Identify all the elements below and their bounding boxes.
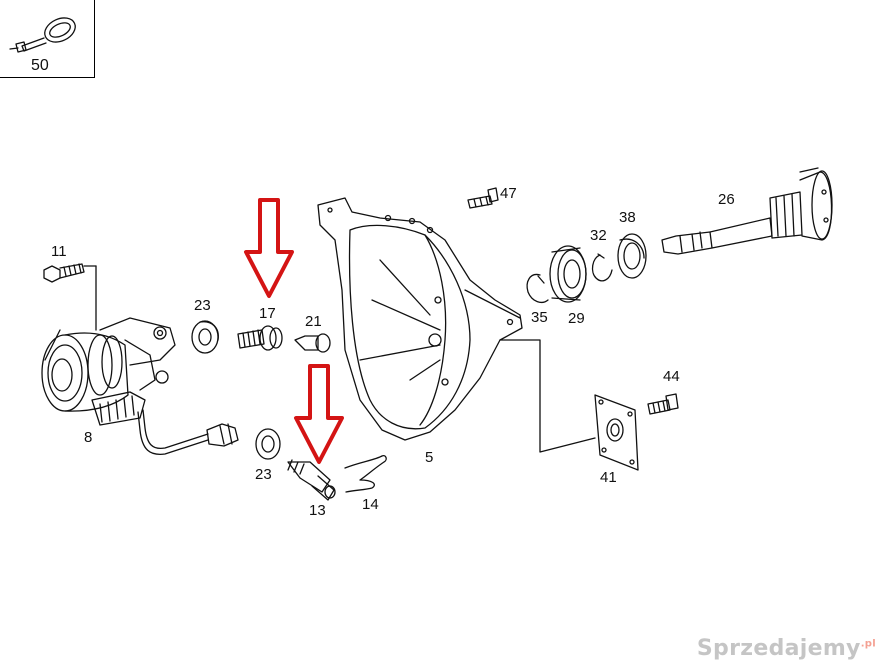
label-11: 11 (51, 243, 67, 260)
part-21-plug (294, 333, 331, 353)
watermark-logo: Sprzedajemy.pl (697, 636, 876, 661)
part-17-bolt (237, 325, 283, 351)
label-8: 8 (84, 429, 93, 446)
part-11-bolt (43, 263, 97, 331)
label-44: 44 (663, 368, 680, 385)
part-8-slave-cylinder (41, 317, 239, 456)
label-41: 41 (600, 469, 617, 486)
inset-frame (0, 0, 95, 78)
part-29-bearing (549, 245, 587, 303)
part-26-input-shaft (661, 167, 833, 255)
label-26: 26 (718, 191, 735, 208)
label-32: 32 (590, 227, 607, 244)
part-5-bell-housing (317, 197, 596, 453)
label-23-upper: 23 (194, 297, 211, 314)
part-23-washer-lower (255, 428, 281, 460)
part-44-bolt (647, 393, 679, 415)
label-35: 35 (531, 309, 548, 326)
part-14-clip (344, 454, 387, 493)
red-arrow-part-13-icon (294, 364, 344, 464)
part-38-seal-ring (617, 233, 647, 279)
part-13-bleed-valve (287, 459, 336, 501)
label-23-lower: 23 (255, 466, 272, 483)
watermark-text: Sprzedajemy (696, 636, 861, 661)
part-23-washer-upper (191, 320, 219, 354)
label-13: 13 (309, 502, 326, 519)
red-arrow-part-17-icon (244, 198, 294, 298)
watermark-suffix: .pl (860, 638, 876, 650)
label-38: 38 (619, 209, 636, 226)
label-17: 17 (259, 305, 276, 322)
part-32-circlip (591, 253, 613, 282)
label-29: 29 (568, 310, 585, 327)
label-21: 21 (305, 313, 322, 330)
label-14: 14 (362, 496, 379, 513)
part-47-bolt (467, 187, 499, 209)
part-41-cover-plate (594, 394, 639, 471)
part-35-circlip (526, 273, 549, 303)
label-5: 5 (425, 449, 434, 466)
label-47: 47 (500, 185, 517, 202)
inset-label: 50 (31, 57, 49, 74)
cable-tie-icon (9, 17, 76, 53)
